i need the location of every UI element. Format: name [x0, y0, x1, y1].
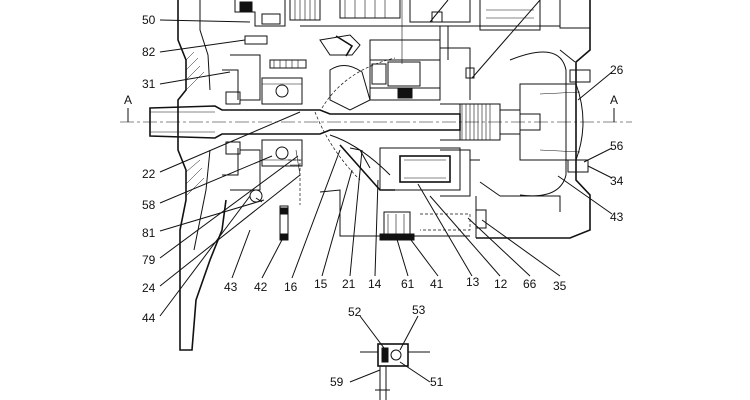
label-43-right: 43 [610, 210, 624, 224]
front-housing [177, 0, 261, 351]
label-82: 82 [142, 45, 156, 59]
housing-hatching [185, 51, 205, 197]
label-14: 14 [368, 277, 382, 291]
label-34: 34 [610, 174, 624, 188]
label-15: 15 [314, 277, 328, 291]
label-16: 16 [284, 280, 298, 294]
label-61: 61 [401, 277, 415, 291]
label-12: 12 [494, 277, 508, 291]
bolts-upper [244, 35, 307, 69]
lower-port-block [249, 149, 470, 241]
label-42: 42 [254, 280, 268, 294]
label-56: 56 [610, 139, 624, 153]
label-53: 53 [412, 303, 426, 317]
label-24: 24 [142, 281, 156, 295]
label-79: 79 [142, 253, 156, 267]
centerline [120, 108, 632, 123]
leader-lines [159, 0, 613, 383]
label-51: 51 [430, 375, 444, 389]
section-mark-right: A [610, 93, 618, 107]
label-43-bottom: 43 [224, 280, 238, 294]
label-21: 21 [342, 277, 356, 291]
label-31: 31 [142, 77, 156, 91]
label-22: 22 [142, 167, 156, 181]
valve-plate [440, 103, 480, 197]
label-41: 41 [430, 277, 444, 291]
label-44: 44 [142, 311, 156, 325]
label-13: 13 [466, 275, 480, 289]
rear-housing [420, 0, 591, 239]
section-mark-left: A [124, 93, 132, 107]
label-66: 66 [523, 277, 537, 291]
cylinder-block [369, 26, 475, 191]
label-35: 35 [553, 279, 567, 293]
callout-labels: 50 82 31 22 58 81 79 24 44 43 42 16 15 2… [142, 13, 624, 389]
upper-control-block [234, 0, 560, 31]
label-50: 50 [142, 13, 156, 27]
label-52: 52 [348, 305, 362, 319]
label-58: 58 [142, 198, 156, 212]
label-81: 81 [142, 226, 156, 240]
label-26: 26 [610, 63, 624, 77]
detail-view [360, 343, 430, 400]
label-59: 59 [330, 375, 344, 389]
